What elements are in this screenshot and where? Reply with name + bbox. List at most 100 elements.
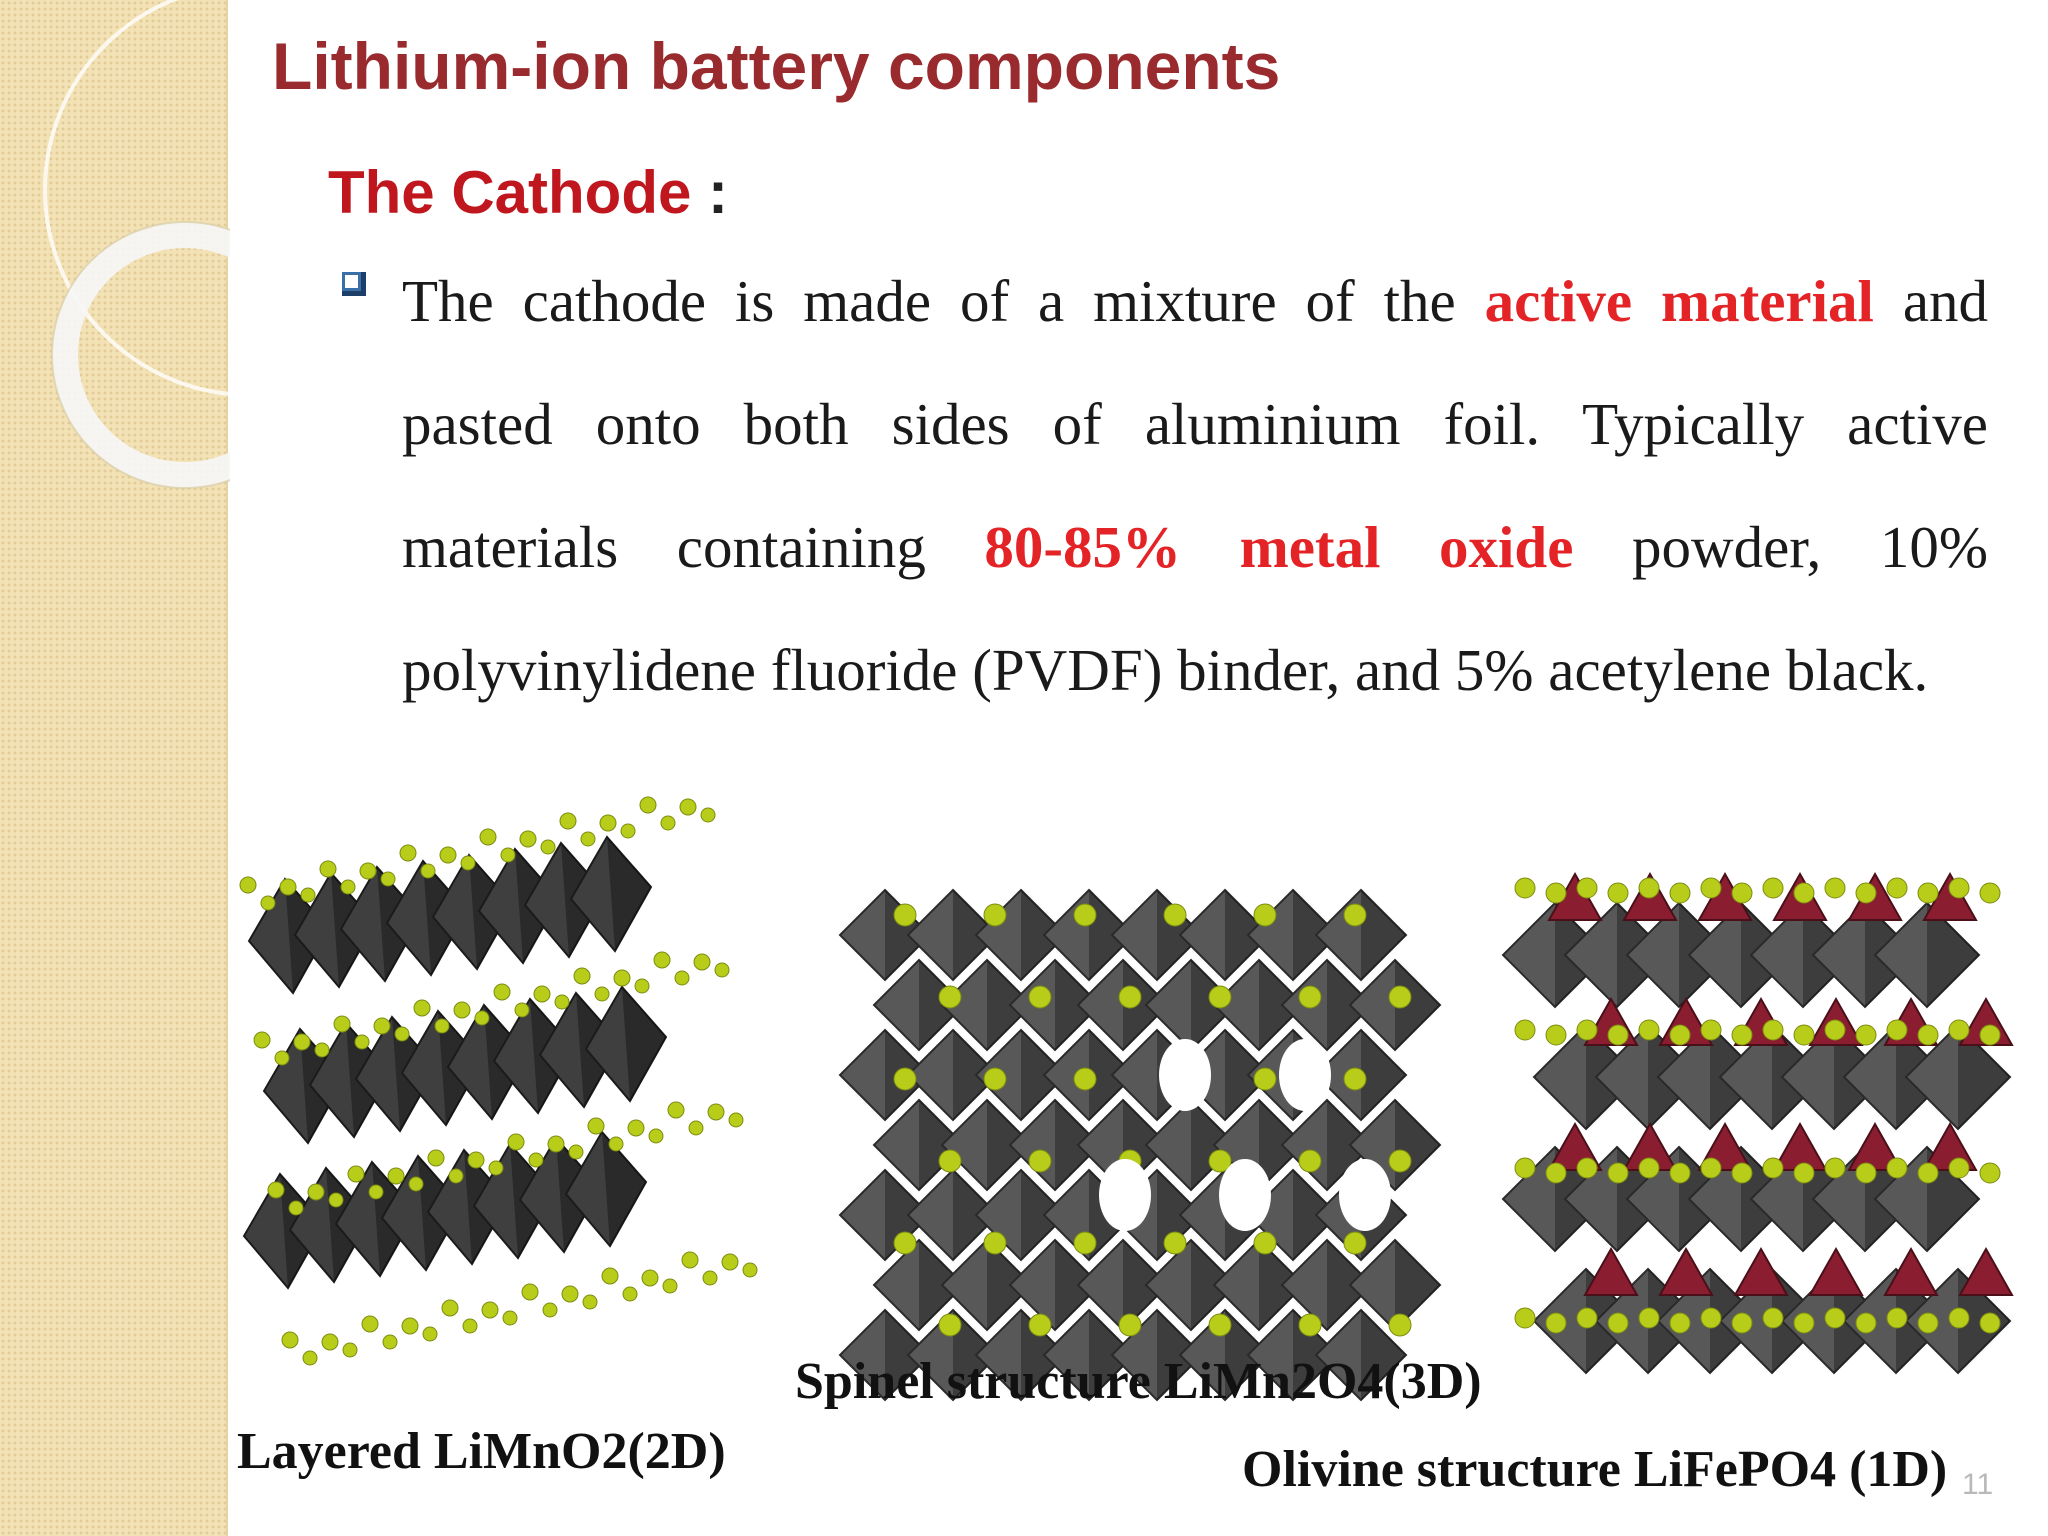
- lithium-ion-sphere: [1638, 1307, 1660, 1329]
- lithium-ion-sphere: [660, 815, 676, 831]
- lithium-ion-sphere: [1576, 1157, 1598, 1179]
- lithium-ion-sphere: [1514, 1157, 1536, 1179]
- lithium-ion-sphere: [434, 1018, 450, 1034]
- slide-title: Lithium-ion battery components: [272, 29, 1281, 103]
- highlight-metal-oxide: 80-85% metal oxide: [984, 514, 1574, 580]
- lithium-ion-sphere: [1163, 1231, 1187, 1255]
- lithium-ion-sphere: [260, 895, 276, 911]
- octahedron-unit: [1042, 888, 1136, 982]
- lithium-ion-sphere: [1700, 1307, 1722, 1329]
- lithium-ion-sphere: [319, 860, 337, 878]
- lithium-ion-sphere: [274, 1050, 290, 1066]
- octahedron-unit: [940, 1238, 1034, 1332]
- lithium-ion-sphere: [1638, 877, 1660, 899]
- lithium-ion-sphere: [1638, 1157, 1660, 1179]
- lithium-ion-sphere: [1855, 1162, 1877, 1184]
- lithium-ion-sphere: [1607, 882, 1629, 904]
- spinel-structure-illustration: [838, 888, 1442, 1402]
- lithium-ion-sphere: [893, 903, 917, 927]
- lithium-ion-sphere: [1388, 985, 1412, 1009]
- lithium-ion-sphere: [1545, 1024, 1567, 1046]
- lithium-ion-sphere: [679, 798, 697, 816]
- lithium-ion-sphere: [347, 1165, 365, 1183]
- lithium-ion-sphere: [634, 978, 650, 994]
- lithium-ion-sphere: [507, 1133, 525, 1151]
- octahedron-shade: [1361, 1310, 1406, 1400]
- bullet-paragraph: The cathode is made of a mixture of the …: [402, 240, 1988, 732]
- lithium-ion-sphere: [460, 855, 476, 871]
- lithium-ion-sphere: [653, 951, 671, 969]
- lithium-ion-sphere: [1855, 1024, 1877, 1046]
- lithium-ion-sphere: [387, 1167, 405, 1185]
- lithium-ion-sphere: [707, 1103, 725, 1121]
- lithium-ion-sphere: [288, 1200, 304, 1216]
- lithium-ion-sphere: [627, 1119, 645, 1137]
- octahedron-unit: [838, 1308, 932, 1402]
- lithium-ion-sphere: [1343, 903, 1367, 927]
- octahedron-unit: [1008, 958, 1102, 1052]
- section-subtitle: The Cathode :: [328, 158, 728, 227]
- lithium-ion-sphere: [1793, 1162, 1815, 1184]
- lithium-ion-sphere: [1917, 1162, 1939, 1184]
- phosphate-tetrahedron: [1658, 1246, 1714, 1296]
- lithium-ion-sphere: [1762, 1019, 1784, 1041]
- lithium-ion-sphere: [300, 887, 316, 903]
- layered-structure-illustration: [239, 796, 758, 1366]
- lithium-ion-sphere: [1886, 877, 1908, 899]
- lithium-ion-sphere: [1886, 1019, 1908, 1041]
- lithium-ion-sphere: [1948, 1307, 1970, 1329]
- lithium-ion-sphere: [239, 876, 257, 894]
- lithium-ion-sphere: [1886, 1157, 1908, 1179]
- lithium-ion-sphere: [1388, 1149, 1412, 1173]
- octahedron-unit: [906, 888, 1000, 982]
- lithium-ion-sphere: [1545, 882, 1567, 904]
- lithium-ion-sphere: [1638, 1019, 1660, 1041]
- decorative-rings: [43, 0, 230, 489]
- lithium-ion-sphere: [519, 830, 537, 848]
- octahedron-unit: [1314, 888, 1408, 982]
- lithium-ion-sphere: [938, 1313, 962, 1337]
- lithium-ion-sphere: [1514, 1019, 1536, 1041]
- highlight-active-material: active material: [1484, 268, 1874, 334]
- lithium-ion-sphere: [728, 1112, 744, 1128]
- phosphate-tetrahedron: [1958, 1246, 2014, 1296]
- octahedron-unit: [838, 1028, 932, 1122]
- lithium-ion-sphere: [1545, 1162, 1567, 1184]
- octahedron-unit: [1042, 1308, 1136, 1402]
- lithium-ion-sphere: [340, 879, 356, 895]
- lithium-ion-sphere: [613, 969, 631, 987]
- octahedron-shade: [1958, 1025, 2010, 1129]
- lithium-ion-sphere: [1576, 1307, 1598, 1329]
- lithium-ion-sphere: [608, 1136, 624, 1152]
- lithium-ion-sphere: [700, 807, 716, 823]
- lithium-ion-sphere: [453, 1001, 471, 1019]
- lithium-ion-sphere: [373, 1017, 391, 1035]
- lithium-ion-sphere: [422, 1326, 438, 1342]
- lithium-ion-sphere: [1917, 882, 1939, 904]
- lithium-ion-sphere: [559, 812, 577, 830]
- lithium-ion-sphere: [354, 1034, 370, 1050]
- sidebar-edge-line: [226, 0, 228, 1536]
- lithium-ion-sphere: [582, 1294, 598, 1310]
- octahedron-shade: [1395, 1240, 1440, 1330]
- lithium-ion-sphere: [1886, 1307, 1908, 1329]
- lithium-ion-sphere: [674, 970, 690, 986]
- lithium-ion-sphere: [540, 839, 556, 855]
- lithium-ion-sphere: [938, 1149, 962, 1173]
- lithium-ion-sphere: [1118, 1313, 1142, 1337]
- lithium-ion-sphere: [1576, 877, 1598, 899]
- lithium-ion-sphere: [1731, 1024, 1753, 1046]
- octahedron-unit: [872, 1238, 966, 1332]
- lithium-ion-sphere: [500, 847, 516, 863]
- lithium-ion-sphere: [1028, 1313, 1052, 1337]
- lithium-ion-sphere: [580, 831, 596, 847]
- octahedron-unit: [906, 1308, 1000, 1402]
- octahedron-unit: [1904, 1023, 2012, 1131]
- lithium-ion-sphere: [382, 1334, 398, 1350]
- phosphate-tetrahedron: [1808, 1246, 1864, 1296]
- octahedron-shade: [1361, 1030, 1406, 1120]
- lithium-ion-sphere: [1669, 1162, 1691, 1184]
- lithium-ion-sphere: [1669, 1024, 1691, 1046]
- octahedron-unit: [906, 1028, 1000, 1122]
- phosphate-tetrahedron: [1883, 1246, 1939, 1296]
